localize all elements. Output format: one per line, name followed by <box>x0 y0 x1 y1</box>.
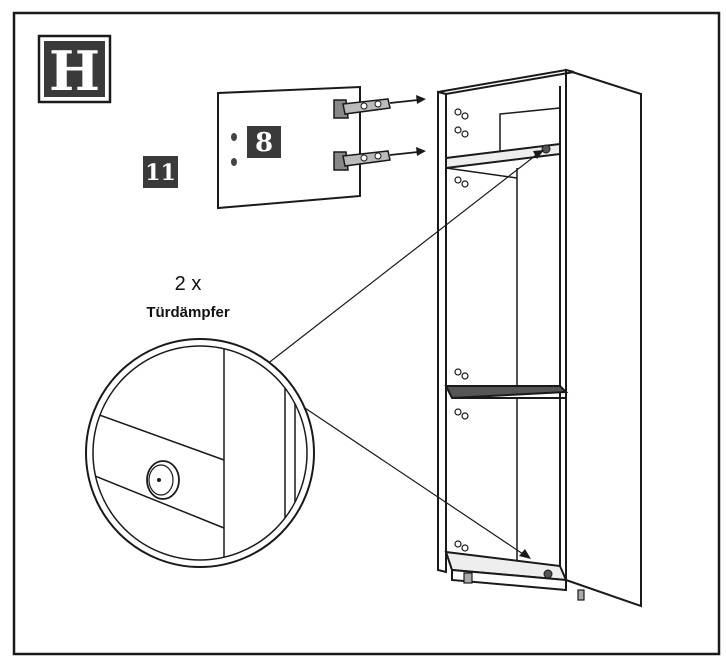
page-frame <box>12 11 721 656</box>
door-number: 8 <box>255 128 273 158</box>
cabinet <box>437 68 642 608</box>
magnifier-circle <box>85 338 315 568</box>
panel-number: 11 <box>145 160 176 186</box>
door-panel: 8 <box>217 85 426 210</box>
damper-icon <box>541 144 551 154</box>
step-letter: H <box>49 39 100 103</box>
leader-line <box>289 397 527 557</box>
hinge-screw-icon <box>454 108 469 552</box>
leader-line <box>261 151 541 369</box>
damper-icon <box>543 569 553 579</box>
door-number-badge <box>247 126 281 158</box>
hinge-icon <box>333 98 391 119</box>
hinge-icon <box>333 150 391 171</box>
damper-name: Türdämpfer <box>146 304 230 321</box>
damper-icon <box>146 460 180 500</box>
arrow-to-cabinet <box>389 151 419 156</box>
step-badge: H <box>37 34 112 104</box>
panel-number-badge: 11 <box>143 156 178 188</box>
arrow-to-cabinet <box>389 99 419 104</box>
damper-quantity: 2 x <box>175 273 202 295</box>
